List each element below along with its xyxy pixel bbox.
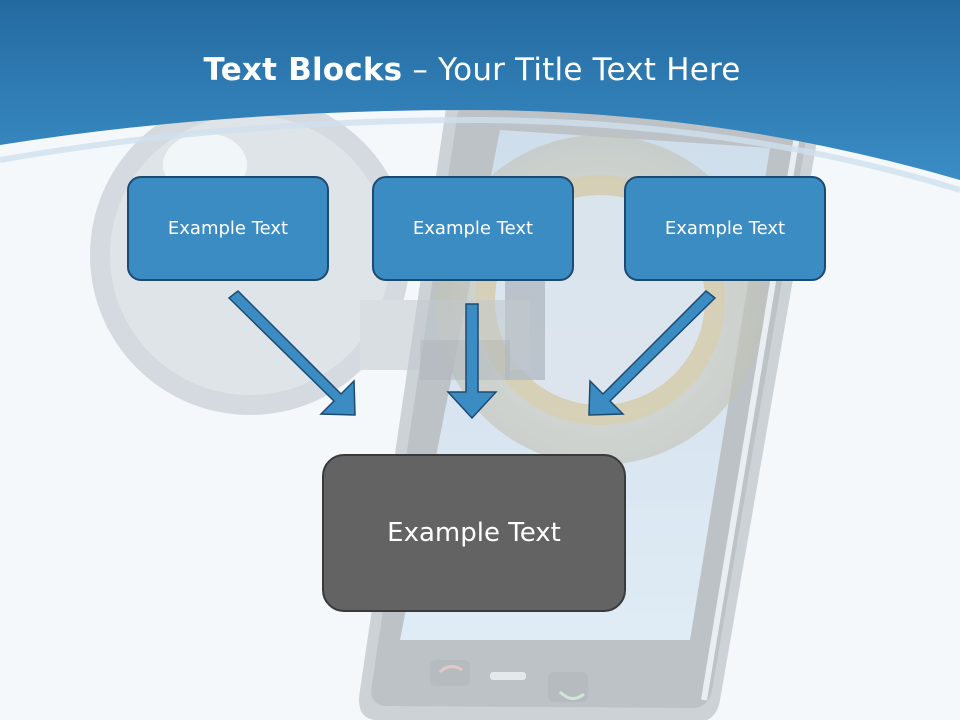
text-block-right[interactable]: Example Text — [624, 176, 826, 281]
text-block-left-label: Example Text — [167, 218, 289, 239]
header-wave — [0, 0, 960, 180]
text-block-bottom[interactable]: Example Text — [322, 454, 626, 612]
text-block-center-label: Example Text — [412, 218, 534, 239]
title-normal: Your Title Text Here — [438, 52, 741, 88]
title-dash: – — [402, 52, 439, 88]
arrow-right — [588, 290, 717, 416]
text-block-left[interactable]: Example Text — [127, 176, 329, 281]
text-block-center[interactable]: Example Text — [372, 176, 574, 281]
arrow-center — [446, 303, 498, 420]
text-block-right-label: Example Text — [664, 218, 786, 239]
title-bold: Text Blocks — [203, 52, 403, 88]
text-block-bottom-label: Example Text — [387, 518, 561, 548]
slide-title: Text Blocks – Your Title Text Here — [0, 52, 944, 88]
arrow-left — [227, 290, 356, 416]
